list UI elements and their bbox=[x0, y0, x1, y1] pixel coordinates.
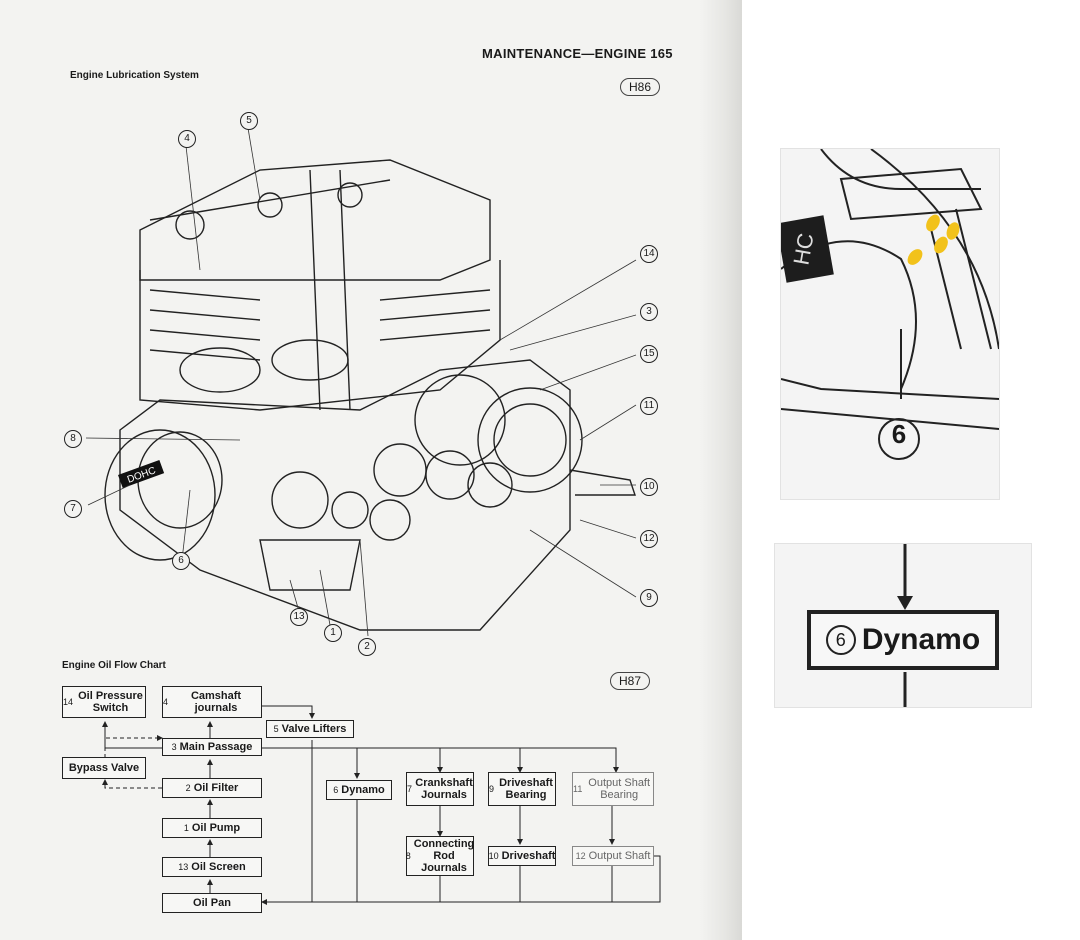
oil-pan bbox=[259, 539, 361, 591]
callout: 6 bbox=[172, 552, 190, 570]
emblem-fragment: HC bbox=[788, 231, 818, 267]
figure-badge-h87: H87 bbox=[610, 672, 651, 690]
callout: 3 bbox=[640, 303, 658, 321]
callout: 11 bbox=[640, 397, 658, 415]
engine-fins bbox=[149, 289, 491, 361]
clutch bbox=[477, 387, 583, 493]
zoom-panel-engine-detail: HC 6 bbox=[780, 148, 1000, 500]
zoom-connector bbox=[897, 544, 913, 707]
highlight-oil-dots bbox=[907, 214, 960, 265]
callout: 13 bbox=[290, 608, 308, 626]
callout: 14 bbox=[640, 245, 658, 263]
zoom-callout-6: 6 bbox=[891, 419, 907, 449]
figure-badge-h86: H86 bbox=[620, 78, 661, 96]
flow-box-bypass-valve: Bypass Valve bbox=[62, 757, 146, 779]
lubrication-title: Engine Lubrication System bbox=[70, 70, 199, 81]
callout: 4 bbox=[178, 130, 196, 148]
cam-chain bbox=[309, 169, 351, 411]
dynamo-cover bbox=[104, 429, 216, 561]
callout: 12 bbox=[640, 530, 658, 548]
zoom-dynamo-box: 6 Dynamo bbox=[807, 610, 999, 670]
callout: 15 bbox=[640, 345, 658, 363]
flow-box-oil-pan: Oil Pan bbox=[162, 893, 262, 913]
zoom-panel-dynamo-box: 6 Dynamo bbox=[774, 543, 1032, 708]
zoom-dynamo-label: Dynamo bbox=[861, 623, 981, 656]
page-header: MAINTENANCE—ENGINE 165 bbox=[482, 46, 673, 61]
callout: 8 bbox=[64, 430, 82, 448]
zoom-dynamo-number: 6 bbox=[825, 625, 856, 655]
callout: 7 bbox=[64, 500, 82, 518]
callout: 10 bbox=[640, 478, 658, 496]
flow-chart-title: Engine Oil Flow Chart bbox=[62, 660, 166, 671]
callout: 2 bbox=[358, 638, 376, 656]
callout: 5 bbox=[240, 112, 258, 130]
transmission-gears bbox=[271, 443, 513, 541]
engine-illustration: DOHC bbox=[85, 127, 637, 637]
page-gutter bbox=[700, 0, 742, 940]
flow-connectors bbox=[102, 705, 661, 905]
engine-top-cover bbox=[139, 159, 491, 281]
callout: 9 bbox=[640, 589, 658, 607]
camshaft bbox=[149, 179, 391, 221]
callout: 1 bbox=[324, 624, 342, 642]
zoom-engine-sketch: HC bbox=[781, 149, 999, 460]
